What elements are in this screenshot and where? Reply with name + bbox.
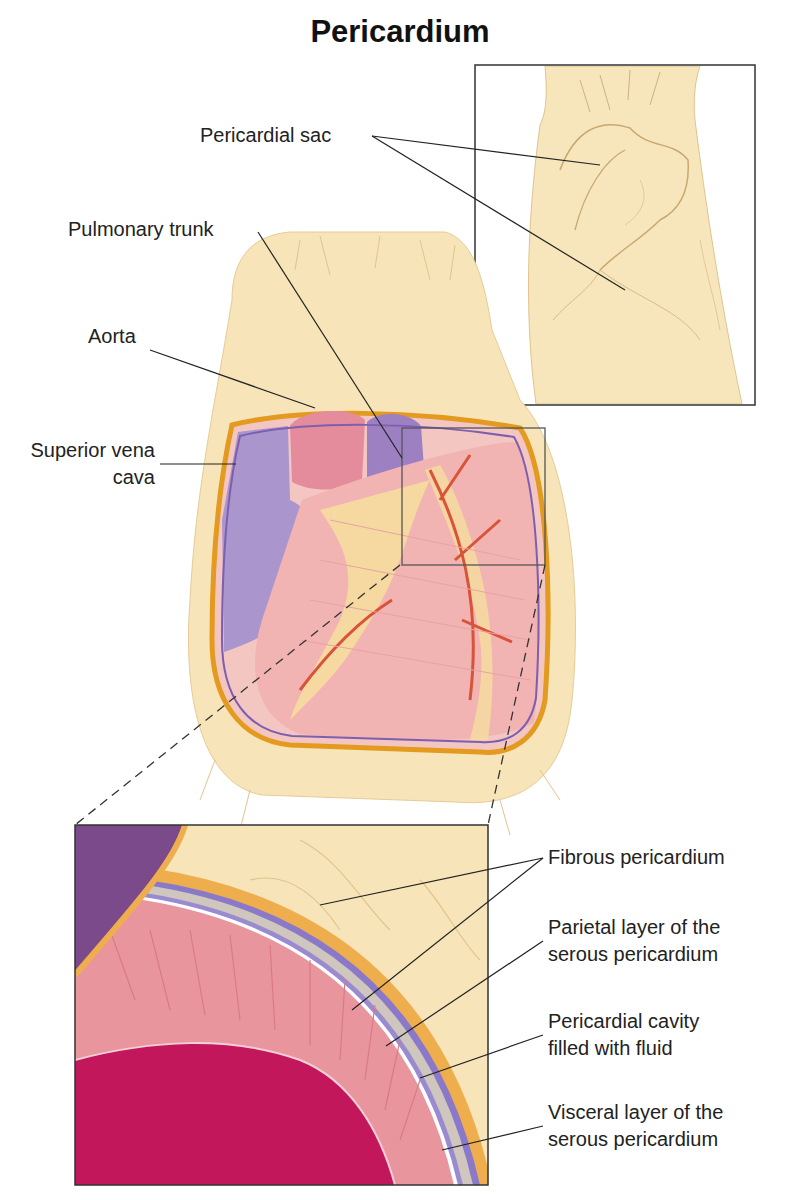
sac-inset-part-part xyxy=(600,270,700,340)
leader-lines-part xyxy=(258,232,402,458)
layer-inset xyxy=(75,825,492,1185)
heart-illustration-part xyxy=(290,411,365,489)
layer-inset-part-part xyxy=(75,889,458,1185)
part-label: Pulmonary trunk xyxy=(68,216,268,243)
sac-inset xyxy=(475,65,755,405)
layer-inset-part-part xyxy=(75,872,480,1185)
layer-inset-part-part xyxy=(75,860,488,1185)
leader-lines-part xyxy=(150,350,315,408)
layer-inset-part-part xyxy=(75,825,185,975)
leader-lines-part xyxy=(386,941,543,1046)
layer-inset-part xyxy=(75,825,488,1185)
leader-lines-part xyxy=(442,1126,543,1150)
part-label: Pericardial sac xyxy=(200,122,400,149)
part-label: Superior vena cava xyxy=(30,437,155,491)
leader-lines xyxy=(150,136,625,1150)
part-label: Pericardial cavity filled with fluid xyxy=(548,1008,738,1062)
sac-inset-part-part xyxy=(528,66,742,404)
heart-illustration-part xyxy=(300,520,530,680)
heart-illustration-part xyxy=(188,232,575,803)
heart-illustration-part xyxy=(212,413,548,752)
layer-inset-part-part xyxy=(75,1043,395,1185)
sac-inset-part-part xyxy=(625,180,720,330)
leader-lines-part xyxy=(372,136,625,290)
heart-illustration-part xyxy=(300,455,512,700)
layer-inset-part-part xyxy=(75,825,488,1185)
part-label: Aorta xyxy=(88,323,178,350)
sac-inset-part-part xyxy=(575,150,625,230)
heart-illustration-part xyxy=(75,565,545,825)
layer-inset-part-part xyxy=(75,825,185,975)
layer-inset-part xyxy=(75,825,488,1185)
diagram-title: Pericardium xyxy=(0,14,800,50)
part-label: Visceral layer of the serous pericardium xyxy=(548,1099,780,1153)
sac-inset-part-part xyxy=(553,270,600,320)
leader-lines-part xyxy=(320,858,543,905)
heart-illustration xyxy=(75,232,575,835)
leader-lines-part xyxy=(160,463,236,464)
sac-inset-part-part xyxy=(580,70,660,112)
leader-lines-part xyxy=(420,1035,543,1078)
part-label: Fibrous pericardium xyxy=(548,844,788,871)
heart-illustration-part xyxy=(222,425,538,742)
part-label: Parietal layer of the serous pericardium xyxy=(548,914,780,968)
heart-illustration-part xyxy=(402,428,545,565)
layer-inset-part-part xyxy=(75,1043,395,1185)
layer-inset-part-part xyxy=(75,877,473,1185)
sac-inset-part xyxy=(528,66,742,404)
layer-inset-part-part xyxy=(75,885,463,1185)
heart-illustration-part xyxy=(425,465,493,740)
sac-inset-part xyxy=(475,65,755,405)
leader-lines-part xyxy=(352,858,543,1010)
leader-lines-part xyxy=(372,136,600,165)
heart-illustration-part xyxy=(255,442,540,740)
sac-inset-part-part xyxy=(560,125,688,270)
